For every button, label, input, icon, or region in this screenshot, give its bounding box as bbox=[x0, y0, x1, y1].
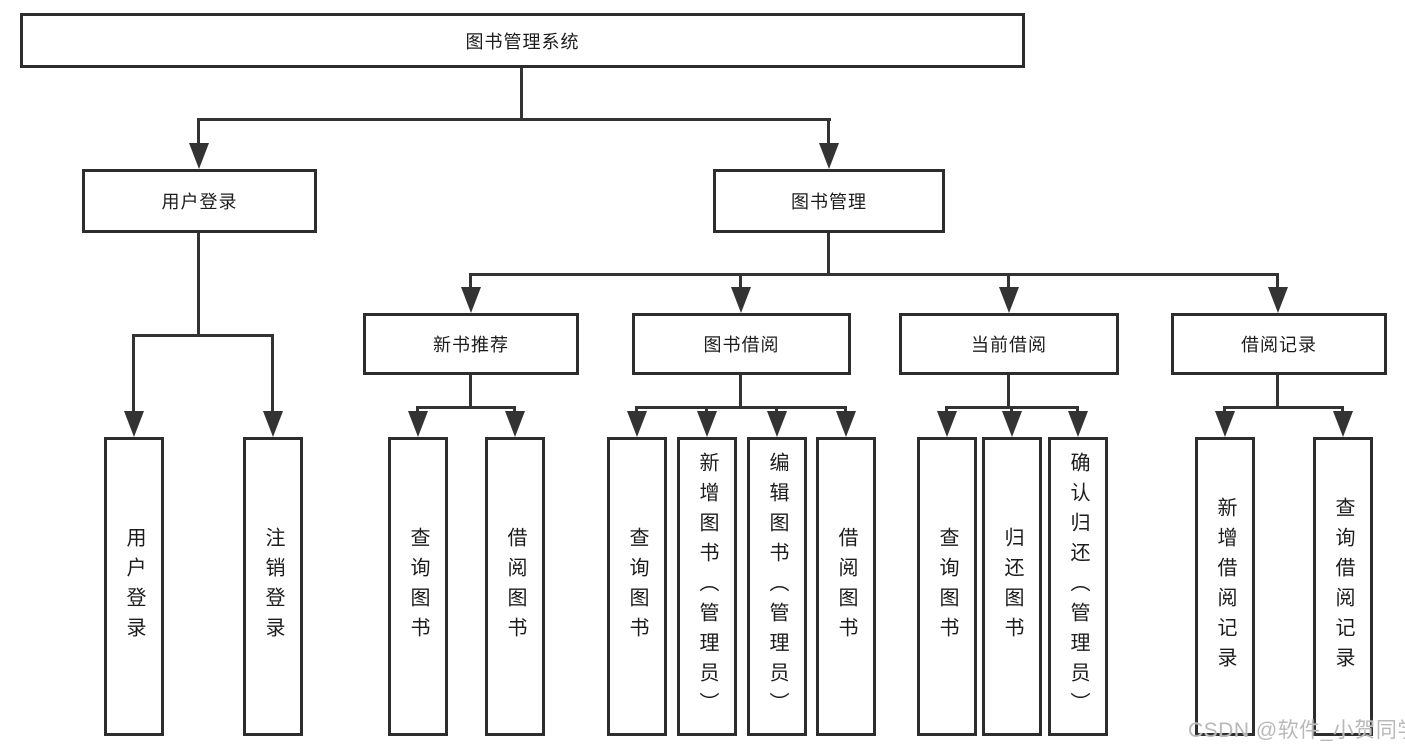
leaf-return-book: 归还图书 bbox=[982, 437, 1042, 736]
connector-line bbox=[1276, 273, 1279, 293]
leaf-label: 编辑图书（管理员） bbox=[766, 451, 788, 722]
connector-line bbox=[471, 273, 1279, 276]
arrowhead bbox=[697, 411, 717, 437]
connector-line bbox=[271, 334, 274, 416]
connector-line bbox=[469, 273, 472, 293]
arrowhead bbox=[263, 411, 283, 437]
leaf-confirm-return-admin: 确认归还（管理员） bbox=[1048, 437, 1108, 736]
connector-line bbox=[739, 273, 742, 293]
connector-line bbox=[132, 334, 274, 337]
leaf-recommend-borrow-book: 借阅图书 bbox=[485, 437, 545, 736]
connector-line bbox=[469, 375, 472, 409]
watermark: CSDN @软件_小贺同学 bbox=[1188, 719, 1405, 742]
node-borrow-record: 借阅记录 bbox=[1171, 313, 1387, 375]
leaf-label: 查询图书 bbox=[407, 526, 429, 647]
leaf-borrow-book: 借阅图书 bbox=[816, 437, 876, 736]
arrowhead bbox=[767, 411, 787, 437]
leaf-label: 新增图书（管理员） bbox=[696, 451, 718, 722]
node-borrow-record-label: 借阅记录 bbox=[1241, 335, 1317, 355]
connector-line bbox=[827, 118, 830, 150]
connector-line bbox=[197, 118, 200, 150]
leaf-label: 查询图书 bbox=[626, 526, 648, 647]
leaf-edit-book-admin: 编辑图书（管理员） bbox=[747, 437, 807, 736]
connector-line bbox=[1225, 406, 1343, 409]
arrowhead bbox=[731, 287, 751, 313]
arrowhead bbox=[461, 287, 481, 313]
arrowhead bbox=[1068, 411, 1088, 437]
leaf-recommend-query-book: 查询图书 bbox=[388, 437, 448, 736]
arrowhead bbox=[836, 411, 856, 437]
leaf-label: 借阅图书 bbox=[504, 526, 526, 647]
arrowhead bbox=[1215, 411, 1235, 437]
leaf-label: 新增借阅记录 bbox=[1214, 496, 1236, 677]
arrowhead bbox=[627, 411, 647, 437]
arrowhead bbox=[189, 143, 209, 169]
leaf-label: 注销登录 bbox=[262, 526, 284, 647]
node-user-login: 用户登录 bbox=[82, 169, 317, 233]
connector-line bbox=[197, 118, 831, 121]
leaf-query-borrow-record: 查询借阅记录 bbox=[1313, 437, 1373, 736]
connector-line bbox=[1007, 375, 1010, 409]
node-current-borrow-label: 当前借阅 bbox=[971, 335, 1047, 355]
arrowhead bbox=[1268, 287, 1288, 313]
node-new-book-recommend-label: 新书推荐 bbox=[433, 335, 509, 355]
arrowhead bbox=[1333, 411, 1353, 437]
leaf-borrow-query-book: 查询图书 bbox=[607, 437, 667, 736]
node-new-book-recommend: 新书推荐 bbox=[363, 313, 579, 375]
node-book-borrow: 图书借阅 bbox=[632, 313, 851, 375]
arrowhead bbox=[999, 287, 1019, 313]
leaf-add-book-admin: 新增图书（管理员） bbox=[677, 437, 737, 736]
connector-line bbox=[827, 233, 830, 275]
leaf-current-query-book: 查询图书 bbox=[917, 437, 977, 736]
connector-line bbox=[197, 233, 200, 337]
connector-line bbox=[1276, 375, 1279, 409]
leaf-logout: 注销登录 bbox=[243, 437, 303, 736]
leaf-label: 用户登录 bbox=[123, 526, 145, 647]
leaf-label: 归还图书 bbox=[1001, 526, 1023, 647]
leaf-label: 借阅图书 bbox=[835, 526, 857, 647]
node-book-borrow-label: 图书借阅 bbox=[703, 335, 780, 355]
connector-line bbox=[132, 334, 135, 416]
leaf-label: 查询借阅记录 bbox=[1332, 496, 1354, 677]
connector-line bbox=[1007, 273, 1010, 293]
node-book-management: 图书管理 bbox=[713, 169, 945, 233]
node-current-borrow: 当前借阅 bbox=[899, 313, 1119, 375]
arrowhead bbox=[937, 411, 957, 437]
arrowhead bbox=[1002, 411, 1022, 437]
arrowhead bbox=[408, 411, 428, 437]
node-root: 图书管理系统 bbox=[20, 13, 1025, 68]
arrowhead bbox=[505, 411, 525, 437]
arrowhead bbox=[124, 411, 144, 437]
connector-line bbox=[637, 406, 846, 409]
leaf-label: 查询图书 bbox=[936, 526, 958, 647]
connector-line bbox=[418, 406, 516, 409]
leaf-user-login: 用户登录 bbox=[104, 437, 164, 736]
leaf-label: 确认归还（管理员） bbox=[1067, 451, 1089, 722]
connector-line bbox=[520, 68, 523, 121]
connector-line bbox=[739, 375, 742, 409]
leaf-add-borrow-record: 新增借阅记录 bbox=[1195, 437, 1255, 736]
node-user-login-label: 用户登录 bbox=[161, 192, 238, 212]
node-book-management-label: 图书管理 bbox=[791, 192, 867, 212]
node-root-label: 图书管理系统 bbox=[465, 31, 580, 52]
arrowhead bbox=[819, 143, 839, 169]
